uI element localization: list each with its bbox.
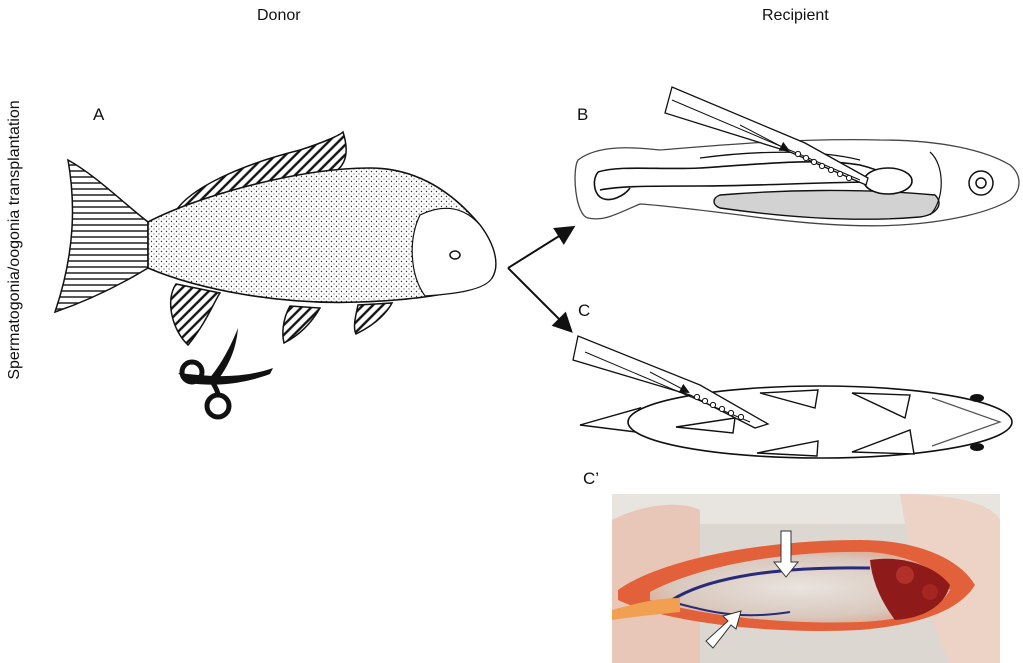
adult-recipient xyxy=(573,336,1012,458)
dissection-photo xyxy=(612,494,1000,663)
arrow-to-b xyxy=(508,228,572,268)
donor-fish xyxy=(55,132,496,345)
arrow-to-c xyxy=(508,268,570,330)
fish-eye xyxy=(450,251,460,259)
larva-recipient xyxy=(575,87,1019,226)
scissors-icon xyxy=(178,328,273,417)
